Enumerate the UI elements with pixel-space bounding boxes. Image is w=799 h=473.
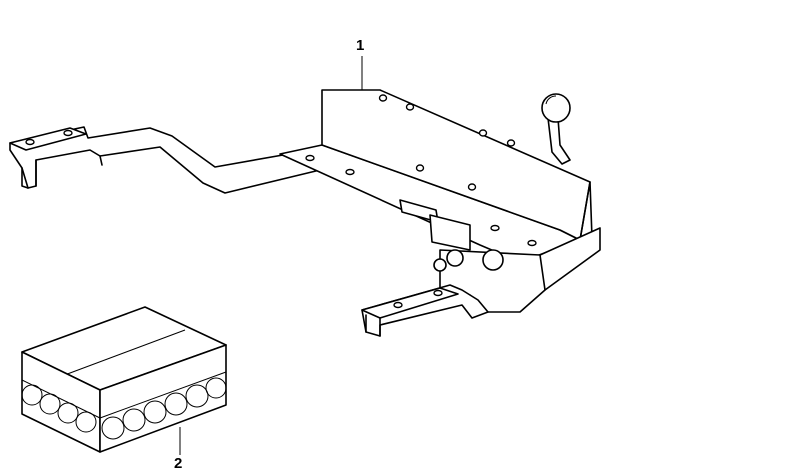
box-side bbox=[99, 344, 227, 453]
callout-2: 2 bbox=[174, 455, 183, 472]
cable-box-package-icon bbox=[21, 306, 227, 455]
mount-block bbox=[429, 214, 471, 251]
tow-ball bbox=[541, 93, 571, 123]
callout-1: 1 bbox=[356, 37, 365, 54]
right-arm bbox=[361, 284, 489, 337]
ball-neck bbox=[547, 117, 571, 165]
right-bracket-plate bbox=[361, 287, 459, 319]
tow-hitch-assembly-icon bbox=[9, 56, 601, 337]
